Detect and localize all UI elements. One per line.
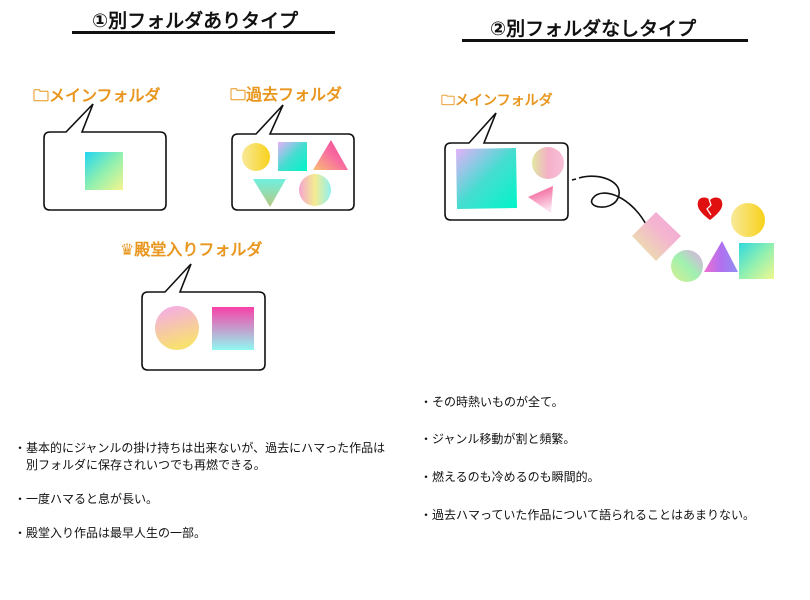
main-folder-label: 🗀メインフォルダ (33, 86, 161, 105)
note-line: ・その時熱いものが全て。 (420, 395, 564, 409)
note-line: ・一度ハマると息が長い。 (14, 492, 159, 506)
past-folder-label: 🗀過去フォルダ (230, 85, 343, 104)
work-circle (242, 143, 270, 171)
work-triangle (528, 186, 553, 213)
right-notes: ・その時熱いものが全て。 ・ジャンル移動が割と頻繁。 ・燃えるのも冷めるのも瞬間… (420, 394, 755, 524)
note-line: 別フォルダに保存されいつでも再燃できる。 (14, 458, 266, 472)
work-square (212, 307, 254, 350)
discarded-triangle (704, 241, 738, 272)
left-section-title: ①別フォルダありタイプ (92, 10, 299, 32)
work-circle (299, 174, 331, 206)
work-square (456, 148, 517, 209)
note-line: ・燃えるのも冷めるのも瞬間的。 (420, 470, 600, 484)
work-square (85, 152, 123, 190)
note-line: ・基本的にジャンルの掛け持ちは出来ないが、過去にハマった作品は (14, 441, 386, 455)
work-triangle (313, 140, 348, 170)
note-line: ・過去ハマっていた作品について語られることはあまりない。 (420, 508, 756, 522)
left-notes: ・基本的にジャンルの掛け持ちは出来ないが、過去にハマった作品は 別フォルダに保存… (14, 440, 385, 542)
broken-heart-icon (697, 197, 723, 220)
right-section-title: ②別フォルダなしタイプ (490, 18, 697, 40)
discarded-diamond (632, 212, 681, 261)
left-title-underline (72, 31, 335, 34)
work-square (278, 142, 307, 171)
discarded-square (739, 243, 774, 279)
discarded-circle (671, 250, 703, 282)
discarded-circle (731, 203, 765, 237)
crown-icon: ♛ (120, 240, 135, 259)
right-main-folder-bubble (444, 112, 569, 221)
note-line: ・殿堂入り作品は最早人生の一部。 (14, 526, 207, 540)
folder-icon: 🗀 (441, 93, 455, 109)
past-folder-bubble (231, 104, 355, 211)
right-main-folder-label: 🗀メインフォルダ (441, 93, 553, 109)
main-folder-bubble (43, 103, 167, 211)
work-circle (532, 147, 564, 179)
folder-icon: 🗀 (33, 86, 50, 105)
right-title-underline (462, 39, 748, 42)
folder-icon: 🗀 (230, 85, 247, 104)
note-line: ・ジャンル移動が割と頻繁。 (420, 432, 576, 446)
trajectory-line (571, 175, 649, 229)
hall-of-fame-folder-label: ♛殿堂入りフォルダ (120, 240, 263, 259)
work-circle (155, 306, 199, 350)
hall-of-fame-folder-bubble (141, 263, 266, 371)
work-triangle-down (253, 179, 286, 207)
